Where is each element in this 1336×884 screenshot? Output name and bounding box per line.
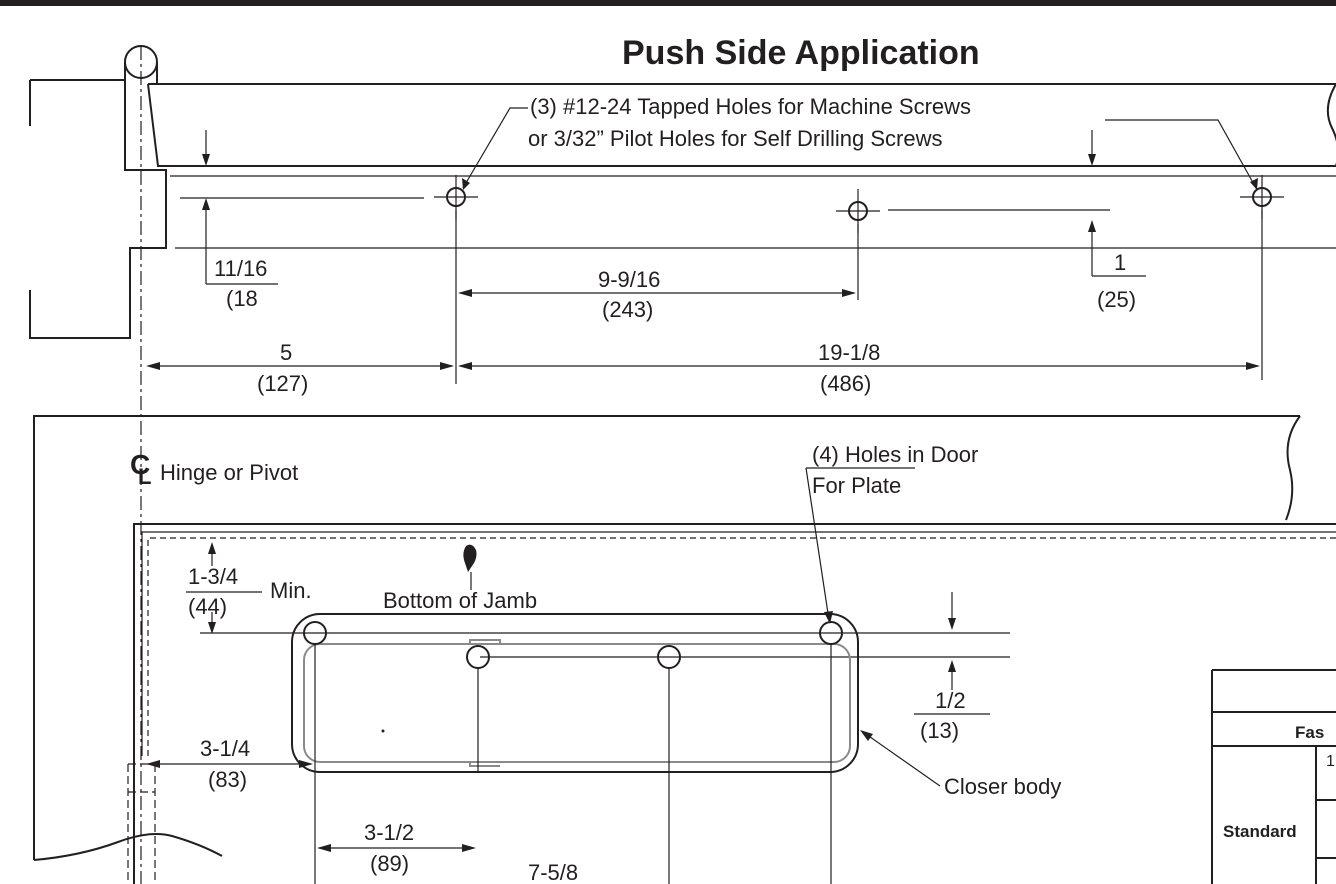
jamb-marker-icon: [463, 544, 477, 590]
door-top-view: [147, 83, 1336, 167]
bottom-of-jamb-label: Bottom of Jamb: [383, 588, 537, 613]
closer-body-outline: [303, 643, 851, 763]
dim-7-5-8-in: 7-5/8: [528, 860, 578, 884]
callout-arrow-right: [1250, 178, 1258, 190]
mounting-plate-outline: [291, 613, 859, 773]
cl-hinge-label: Hinge or Pivot: [160, 460, 298, 485]
dim-1-2-in: 1/2: [935, 688, 966, 713]
fastener-table: [1211, 669, 1336, 884]
callout-leader-right: [1105, 119, 1257, 189]
page-top-border: [0, 0, 1336, 6]
callout-line-1: (3) #12-24 Tapped Holes for Machine Scre…: [530, 94, 971, 119]
dim-5-mm: (127): [257, 371, 308, 396]
dim-1-2-mm: (13): [920, 718, 959, 743]
centerline-symbol-c: C: [130, 449, 150, 480]
closer-body-label: Closer body: [944, 774, 1061, 799]
door-bottom-break: [33, 833, 223, 861]
holes-callout-leader: [805, 467, 830, 621]
drawing-title: Push Side Application: [622, 34, 980, 72]
callout-arrow-left: [462, 178, 470, 190]
dim-1-in: 1: [1114, 250, 1126, 275]
frame-profile: [29, 79, 167, 339]
dim-19-1-8-mm: (486): [820, 371, 871, 396]
hinge-hidden-outline: [127, 763, 156, 884]
table-row-standard: Standard: [1223, 822, 1297, 841]
holes-callout-line-2: For Plate: [812, 473, 901, 498]
callout-line-2: or 3/32” Pilot Holes for Self Drilling S…: [528, 126, 942, 151]
frame-hidden-line: [147, 537, 1336, 760]
dim-3-1-4-mm: (83): [208, 767, 247, 792]
table-header-fas: Fas: [1295, 723, 1324, 742]
dim-9-9-16-mm: (243): [602, 297, 653, 322]
dim-11-16-mm: (18: [226, 286, 258, 311]
dim-3-1-2-in: 3-1/2: [364, 820, 414, 845]
dim-3-1-2-mm: (89): [370, 851, 409, 876]
closer-body-leader: [862, 731, 941, 787]
centerline-symbol-l: L: [138, 464, 151, 489]
table-cell-digit: 1: [1326, 753, 1335, 770]
dim-1-3-4-mm: (44): [188, 594, 227, 619]
closer-body-tab: [469, 639, 501, 767]
dim-5-in: 5: [280, 340, 292, 365]
door-elevation: [33, 415, 1300, 860]
dim-1-mm: (25): [1097, 287, 1136, 312]
dim-3-1-4-in: 3-1/4: [200, 736, 250, 761]
dim-19-1-8-in: 19-1/8: [818, 340, 880, 365]
dim-1-3-4-in: 1-3/4: [188, 564, 238, 589]
frame-outer-line: [133, 523, 1336, 884]
frame-inner-line: [141, 531, 1336, 756]
holes-callout-line-1: (4) Holes in Door: [812, 442, 978, 467]
door-break-line: [1326, 83, 1336, 166]
elevation-break-line: [1285, 415, 1301, 521]
callout-leader-left: [462, 107, 528, 189]
dim-11-16-in: 11/16: [214, 256, 267, 281]
dim-1-3-4-note: Min.: [270, 578, 312, 603]
dim-9-9-16-in: 9-9/16: [598, 267, 660, 292]
